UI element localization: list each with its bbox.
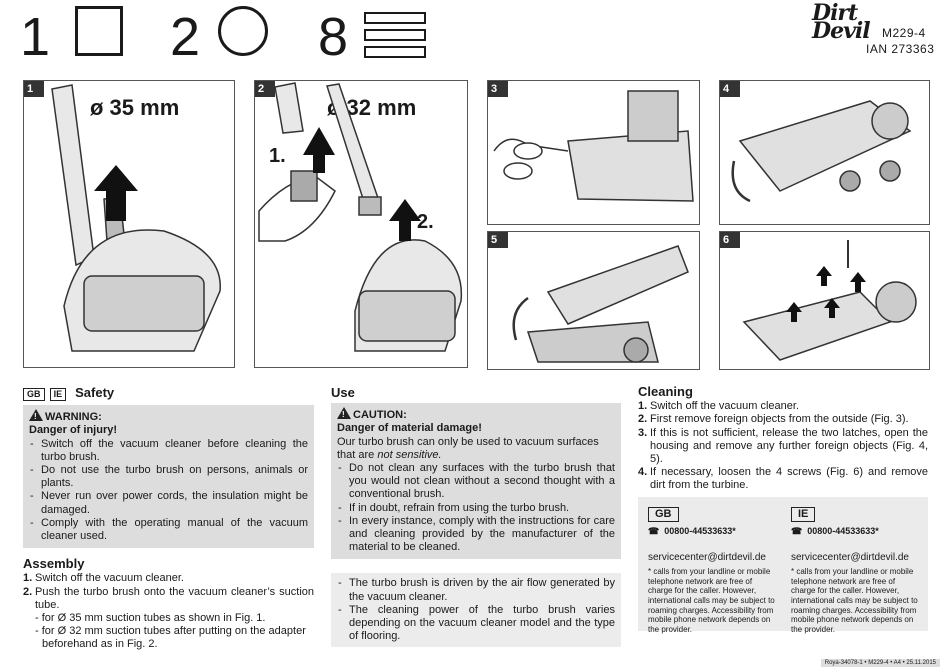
figure-number: 1 [24,81,44,97]
cleaning-column: Cleaning 1.Switch off the vacuum cleaner… [638,385,928,493]
figure-number: 2 [255,81,275,97]
service-gb: GB ☎ 00800-44533633* servicecenter@dirtd… [648,507,776,634]
assembly-sub-1: - for Ø 35 mm suction tubes as shown in … [35,612,266,625]
diameter-label: ø 35 mm [90,95,180,120]
phone-icon: ☎ [791,526,803,536]
step-2-label: 2. [417,211,434,233]
figure-4: 4 [719,80,930,225]
service-box [638,497,928,631]
turbo-brush-illustration [51,84,221,352]
country-tag-ie: IE [49,388,67,401]
figure-3: 3 [487,80,700,225]
model-number: M229-4 [882,26,926,40]
list-item: 2.Push the turbo brush onto the vacuum c… [23,585,314,611]
brand-logo: Dirt Devil [812,0,871,44]
adapter-illustration [258,82,463,352]
list-item: 4.If necessary, loosen the 4 screws (Fig… [638,466,928,492]
figure-number: 5 [488,232,508,248]
service-email: servicecenter@dirtdevil.de [791,551,909,563]
figure-5: 5 [487,231,700,370]
cleaning-title: Cleaning [638,384,693,399]
ian-number: IAN 273363 [866,42,935,56]
warning-triangle-icon [29,409,43,423]
safety-column: GB IE Safety WARNING: Danger of injury! … [23,386,314,652]
list-item: Do not clean any surfaces with the turbo… [337,462,615,502]
country-tag-ie: IE [791,507,816,522]
assembly-sub-2: - for Ø 32 mm suction tubes after puttin… [35,625,306,638]
circle-outline-icon [218,6,268,56]
figure-6: 6 [719,231,930,370]
latch-release-illustration [731,100,912,203]
list-item: Never run over power cords, the insulati… [29,490,308,516]
warning-label: WARNING: [29,409,308,424]
header-number-1: 1 [20,7,51,67]
figure-number: 4 [720,81,740,97]
phone-icon: ☎ [648,526,660,536]
screws-removal-illustration [742,240,917,361]
warning-subtitle: Danger of injury! [29,424,118,437]
safety-title: Safety [75,385,115,400]
service-note: * calls from your landline or mobile tel… [791,567,918,634]
service-phone: ☎ 00800-44533633* [791,526,879,536]
list-item: If in doubt, refrain from using the turb… [337,502,615,515]
header-number-8: 8 [318,7,349,67]
list-item: 3.If this is not sufficient, release the… [638,426,928,466]
safety-list: Switch off the vacuum cleaner before cle… [29,438,308,544]
step-1-label: 1. [269,145,286,167]
figure-number: 6 [720,232,740,248]
list-item: 1.Switch off the vacuum cleaner. [638,400,799,413]
list-item: The turbo brush is driven by the air flo… [337,577,615,603]
warning-box: WARNING: Danger of injury! Switch off th… [23,405,314,549]
caution-intro: Our turbo brush can only be used to vacu… [337,435,599,461]
cleaning-steps: 1.Switch off the vacuum cleaner. 2.First… [638,400,928,492]
use-column: Use CAUTION: Danger of material damage! … [331,385,621,648]
country-tag-gb: GB [648,507,679,522]
service-email: servicecenter@dirtdevil.de [648,551,766,563]
figure-2: 2 ø 32 mm 1. 2. [254,80,468,368]
country-tag-gb: GB [23,388,45,401]
warning-triangle-icon [337,407,351,421]
figure-1: 1 ø 35 mm [23,80,235,368]
list-item: In every instance, comply with the instr… [337,515,615,555]
service-ie: IE ☎ 00800-44533633* servicecenter@dirtd… [791,507,919,634]
assembly-title: Assembly [23,556,85,572]
list-item: Comply with the operating manual of the … [29,517,308,543]
service-note: * calls from your landline or mobile tel… [648,567,775,634]
list-item: 1.Switch off the vacuum cleaner. [23,572,184,585]
footer-code: Roya-34078-1 • M229-4 • A4 • 25.11.2015 [820,659,940,667]
use-title: Use [331,385,355,400]
assembly-sub-3: beforehand as in Fig. 2. [42,638,158,651]
stacked-rectangles-icon [364,12,426,58]
caution-label: CAUTION: [337,407,615,422]
list-item: 2.First remove foreign objects from the … [638,413,909,426]
header-number-2: 2 [170,7,201,67]
figure-number: 3 [488,81,508,97]
assembly-steps: 1.Switch off the vacuum cleaner. 2.Push … [23,572,314,612]
info-list: The turbo brush is driven by the air flo… [337,577,615,643]
list-item: Do not use the turbo brush on persons, a… [29,464,308,490]
scissors-cleaning-illustration [493,90,694,202]
caution-list: Do not clean any surfaces with the turbo… [337,462,615,554]
open-housing-illustration [512,245,689,363]
list-item: Switch off the vacuum cleaner before cle… [29,438,308,464]
info-box: The turbo brush is driven by the air flo… [331,573,621,648]
list-item: The cleaning power of the turbo brush va… [337,604,615,644]
caution-subtitle: Danger of material damage! [337,422,482,435]
square-outline-icon [75,6,123,56]
service-phone: ☎ 00800-44533633* [648,526,736,536]
caution-box: CAUTION: Danger of material damage! Our … [331,403,621,560]
